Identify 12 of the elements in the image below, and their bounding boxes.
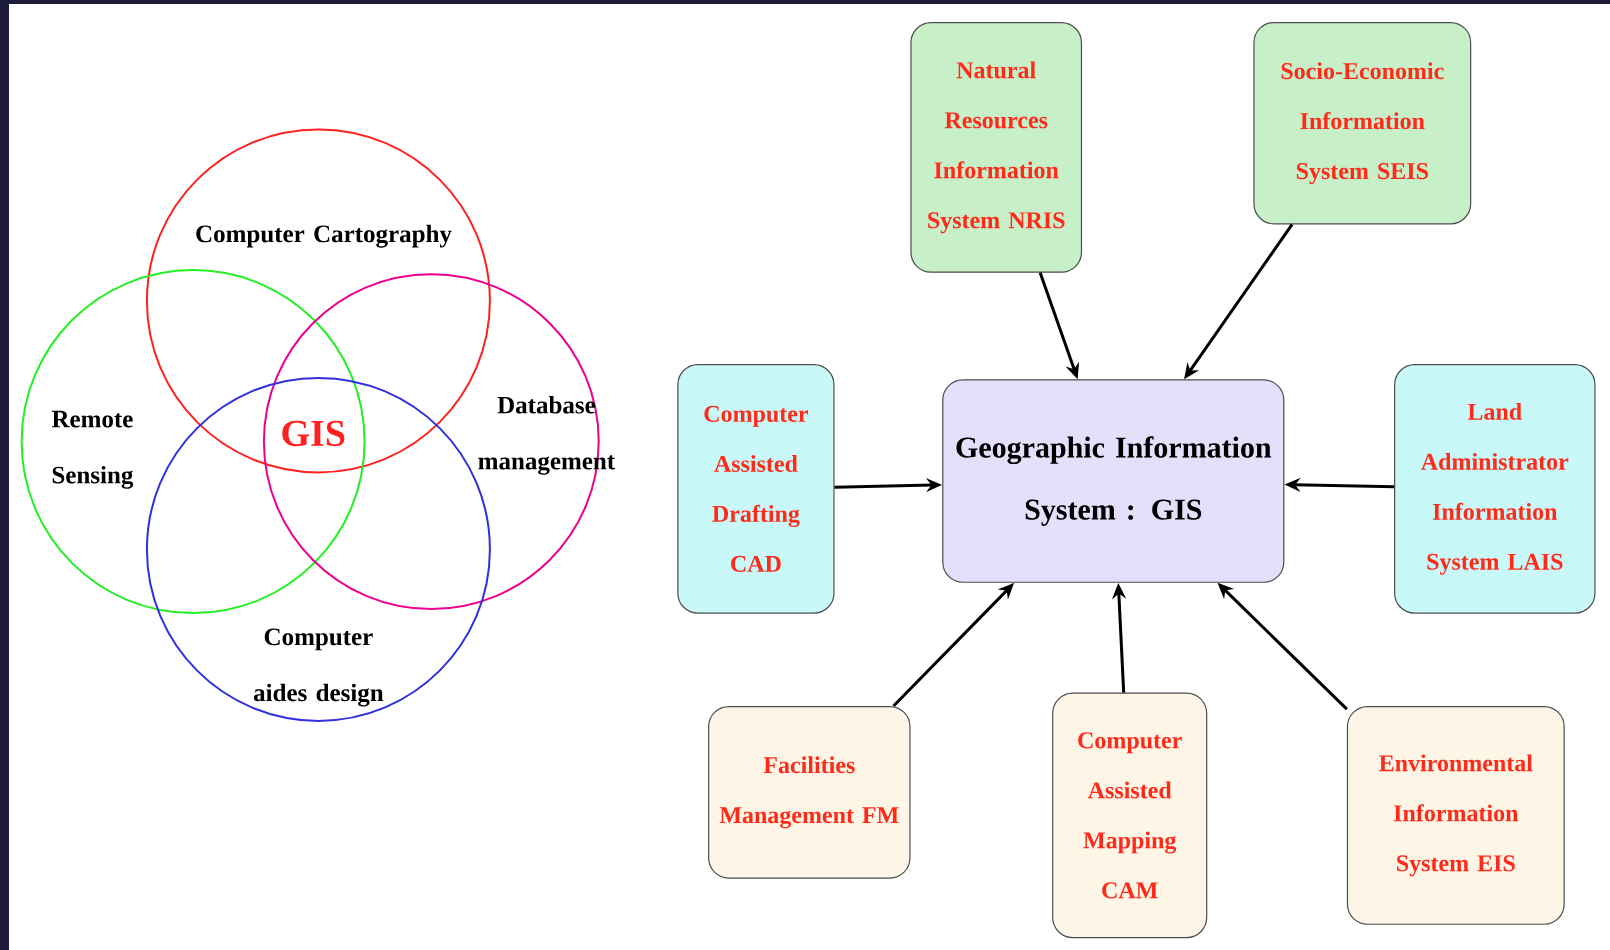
- system-box: Computer Assisted Mapping CAM: [1052, 692, 1208, 939]
- system-box: Environmental Information System EIS: [1346, 705, 1565, 925]
- system-box: Geographic Information System : GIS: [942, 379, 1285, 583]
- circle-label: Remote Sensing: [51, 410, 134, 489]
- system-box: Natural Resources Information System NRIS: [910, 22, 1083, 273]
- system-box: Facilities Management FM: [708, 705, 911, 879]
- system-box: Land Administrator Information System LAIS: [1394, 364, 1596, 614]
- circle-label: Computer Cartography: [196, 224, 452, 248]
- venn-center-label: GIS: [282, 420, 345, 447]
- system-box: Socio-Economic Information System SEIS: [1253, 21, 1472, 225]
- system-box: Computer Assisted Drafting CAD: [677, 364, 835, 614]
- circle-label: Computer aides design: [253, 628, 384, 707]
